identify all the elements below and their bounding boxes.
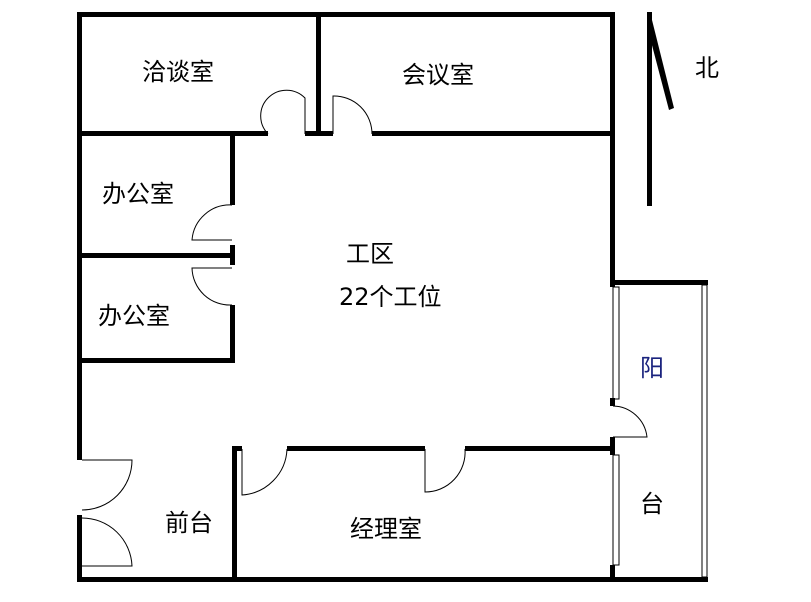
room-reception: 前台 xyxy=(165,509,213,537)
work-seats: 22个工位 xyxy=(339,283,442,311)
room-negotiation: 洽谈室 xyxy=(142,58,214,86)
room-manager: 经理室 xyxy=(350,515,422,543)
room-office-1: 办公室 xyxy=(102,180,174,208)
room-balcony-2: 台 xyxy=(640,490,664,518)
north-arrow-icon xyxy=(647,12,674,206)
walls xyxy=(77,12,708,582)
room-work-area: 工区 xyxy=(346,240,394,268)
room-balcony-1: 阳 xyxy=(640,354,664,382)
doors xyxy=(81,89,648,567)
room-meeting: 会议室 xyxy=(402,61,474,89)
windows xyxy=(612,286,620,566)
north-label: 北 xyxy=(695,54,719,82)
room-office-2: 办公室 xyxy=(98,302,170,330)
